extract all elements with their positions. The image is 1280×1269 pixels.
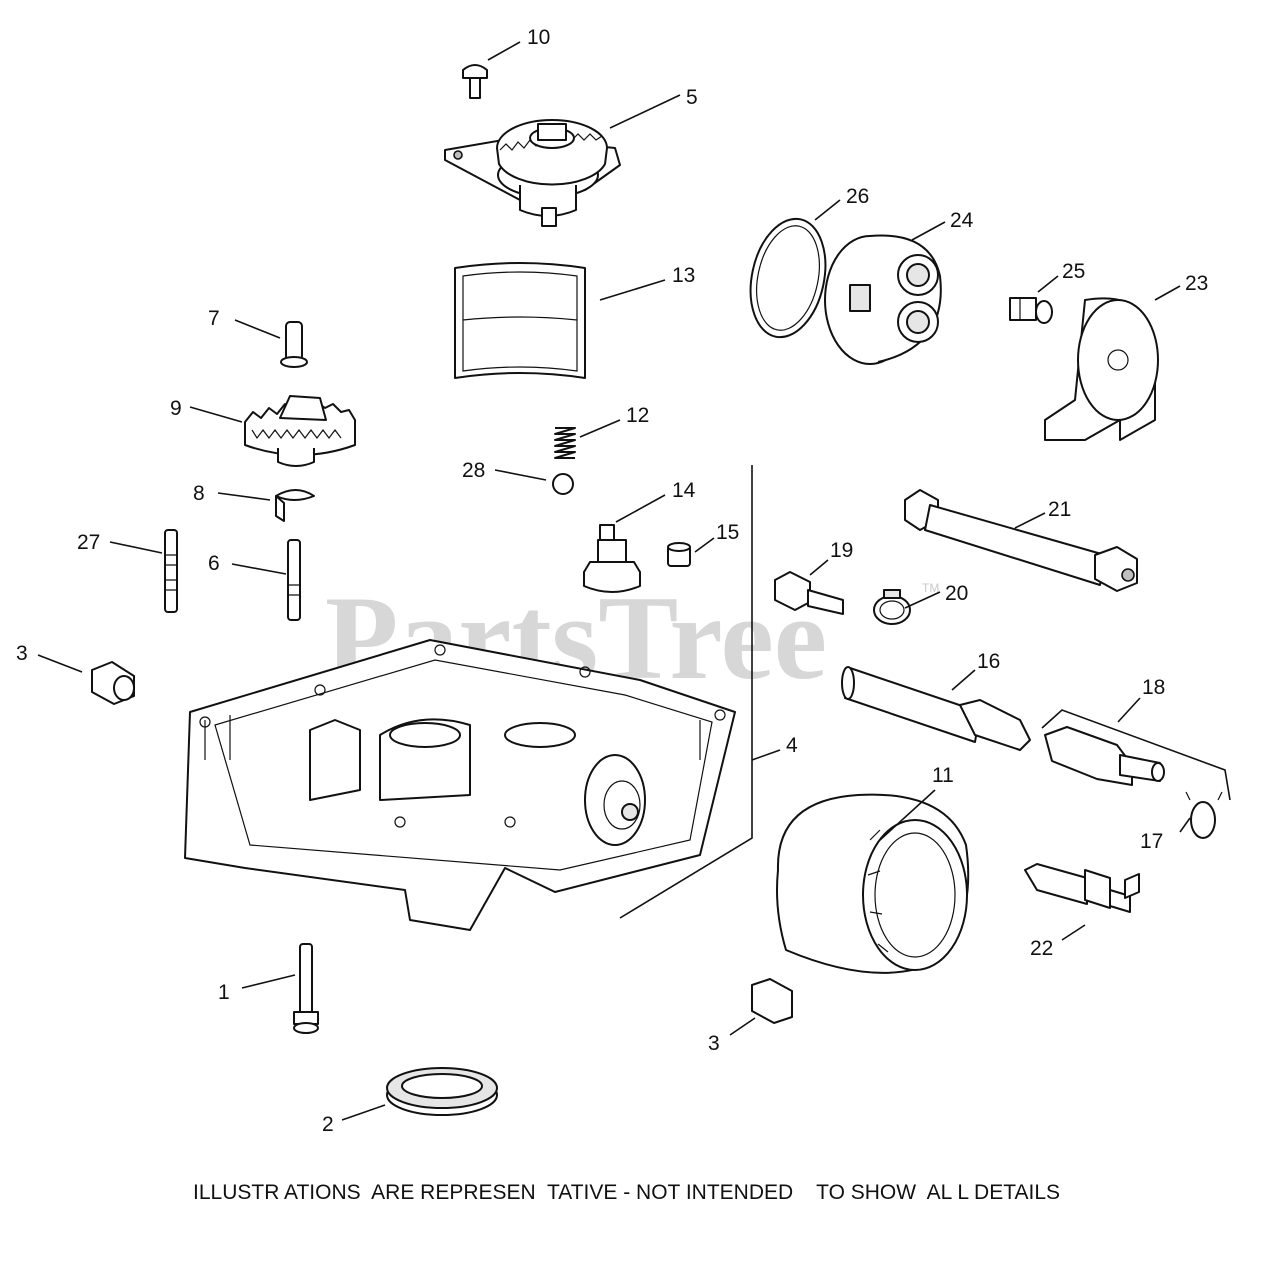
part-27-pin[interactable]: [164, 529, 178, 613]
part-9-gear[interactable]: [244, 395, 356, 467]
callout-25: 25: [1062, 260, 1085, 283]
illustration-disclaimer: ILLUSTR ATIONS ARE REPRESEN TATIVE - NOT…: [193, 1181, 1060, 1204]
part-17-clip[interactable]: [1185, 791, 1223, 839]
callout-27: 27: [77, 531, 100, 554]
part-25-fitting[interactable]: [1009, 297, 1053, 324]
callout-6: 6: [208, 552, 220, 575]
part-4-bracket-line: [619, 465, 753, 919]
part-28-ball[interactable]: [552, 473, 574, 495]
part-6-pin[interactable]: [287, 539, 301, 621]
callout-3-right: 3: [708, 1032, 720, 1055]
callout-13: 13: [672, 264, 695, 287]
callout-28: 28: [462, 459, 485, 482]
part-19-barb-fitting[interactable]: [774, 571, 844, 615]
part-13-screen[interactable]: [454, 262, 586, 379]
callout-21: 21: [1048, 498, 1071, 521]
part-20-hose-clamp[interactable]: [873, 589, 911, 625]
callout-labels: 10 5 13 7 9 8 27 6 3 12 28 14 15 26 24 2…: [16, 26, 1208, 1136]
part-7-pin[interactable]: [280, 321, 308, 368]
part-22-drain-valve[interactable]: [1024, 863, 1140, 913]
callout-23: 23: [1185, 272, 1208, 295]
callout-12: 12: [626, 404, 649, 427]
watermark-trademark: TM: [922, 581, 939, 595]
callout-11: 11: [932, 764, 954, 787]
part-23-filter-base[interactable]: [1044, 297, 1159, 441]
part-11-oil-filter[interactable]: [776, 793, 970, 974]
part-3-plug-left[interactable]: [91, 661, 135, 705]
part-12-spring[interactable]: [554, 427, 576, 459]
callout-7: 7: [208, 307, 220, 330]
part-26-o-ring[interactable]: [740, 212, 835, 344]
part-15-sleeve[interactable]: [667, 542, 691, 567]
callout-17: 17: [1140, 830, 1163, 853]
leader-lines: [37, 41, 1191, 1121]
part-4-sump-housing[interactable]: [184, 639, 736, 931]
callout-19: 19: [830, 539, 853, 562]
callout-4: 4: [786, 734, 798, 757]
part-24-filter-adapter[interactable]: [824, 234, 942, 365]
callout-10: 10: [527, 26, 550, 49]
callout-1: 1: [218, 981, 230, 1004]
part-3-plug-right[interactable]: [751, 978, 793, 1024]
callout-16: 16: [977, 650, 1000, 673]
callout-5: 5: [686, 86, 698, 109]
part-14-oil-pressure-switch[interactable]: [583, 524, 641, 593]
callout-15: 15: [716, 521, 739, 544]
callout-9: 9: [170, 397, 182, 420]
part-16-hose[interactable]: [841, 666, 1031, 751]
callout-22: 22: [1030, 937, 1053, 960]
callout-26: 26: [846, 185, 869, 208]
part-2-seal[interactable]: [386, 1067, 498, 1116]
callout-3-left: 3: [16, 642, 28, 665]
callout-18: 18: [1142, 676, 1165, 699]
part-1-bolt[interactable]: [293, 943, 319, 1034]
part-8-tab[interactable]: [275, 489, 315, 522]
callout-24: 24: [950, 209, 974, 232]
part-5-gear-plate[interactable]: [444, 119, 621, 227]
part-21-hose[interactable]: [904, 489, 1138, 592]
callout-14: 14: [672, 479, 696, 502]
callout-20: 20: [945, 582, 968, 605]
part-10-screw[interactable]: [462, 64, 488, 99]
part-18-fitting-assembly[interactable]: [1041, 709, 1231, 801]
callout-2: 2: [322, 1113, 334, 1136]
callout-8: 8: [193, 482, 205, 505]
